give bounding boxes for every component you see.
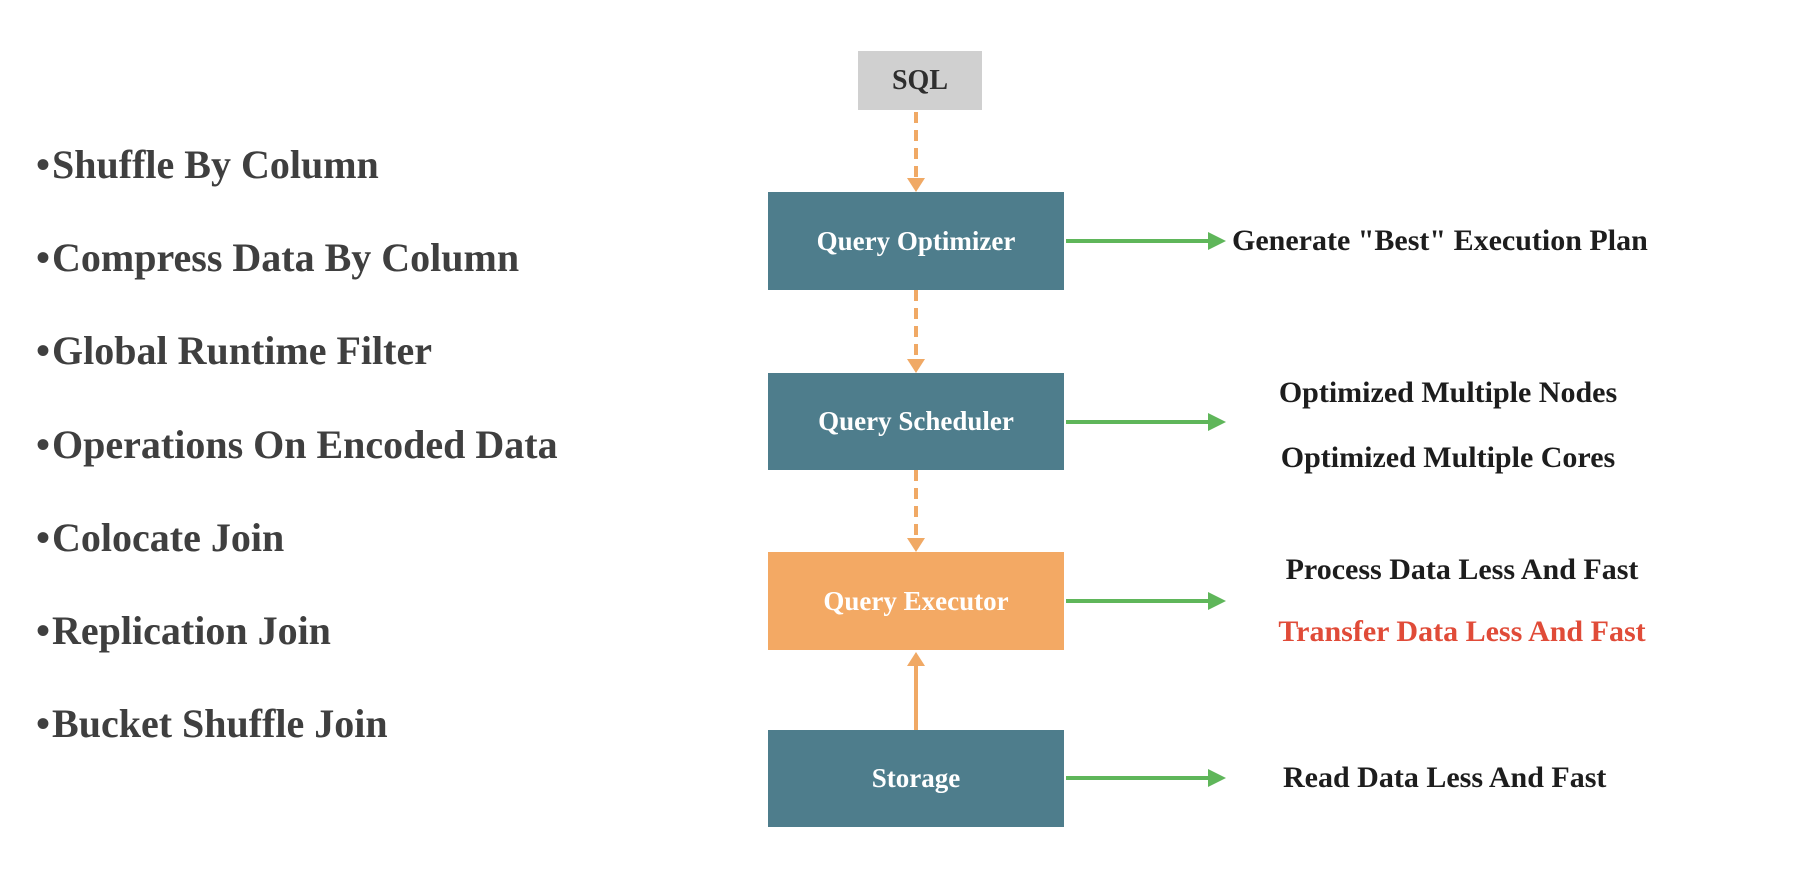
node-query-optimizer: Query Optimizer <box>768 192 1064 290</box>
bullet-icon: • <box>36 608 51 653</box>
arrow-line <box>1066 599 1208 603</box>
feature-item-colocate-join: •Colocate Join <box>36 514 284 562</box>
label-executor-outcomes: Process Data Less And Fast Transfer Data… <box>1272 548 1652 654</box>
label-process-data-less-and-fast: Process Data Less And Fast <box>1285 553 1639 586</box>
dashed-arrow-scheduler-to-executor-icon <box>914 470 918 538</box>
feature-label: Replication Join <box>52 608 331 653</box>
bullet-icon: • <box>36 328 51 373</box>
feature-item-global-runtime-filter: •Global Runtime Filter <box>36 327 432 375</box>
green-arrow-scheduler-icon <box>1066 413 1226 431</box>
green-arrow-executor-icon <box>1066 592 1226 610</box>
node-query-executor: Query Executor <box>768 552 1064 650</box>
green-arrow-storage-icon <box>1066 769 1226 787</box>
arrow-line <box>1066 420 1208 424</box>
bullet-icon: • <box>36 701 51 746</box>
label-read-data-less-and-fast: Read Data Less And Fast <box>1283 761 1607 794</box>
arrowhead-down-icon <box>907 359 925 373</box>
label-generate-best-execution-plan: Generate "Best" Execution Plan <box>1232 224 1648 257</box>
bullet-icon: • <box>36 422 51 467</box>
node-label: Storage <box>871 763 961 793</box>
feature-item-shuffle-by-column: •Shuffle By Column <box>36 141 379 189</box>
node-label: Query Executor <box>823 585 1009 616</box>
bullet-icon: • <box>36 235 51 280</box>
arrowhead-right-icon <box>1208 769 1226 787</box>
node-storage: Storage <box>768 730 1064 827</box>
arrowhead-down-icon <box>907 538 925 552</box>
feature-label: Bucket Shuffle Join <box>52 701 388 746</box>
feature-label: Colocate Join <box>52 515 285 560</box>
arrowhead-up-icon <box>907 652 925 666</box>
feature-item-operations-on-encoded-data: •Operations On Encoded Data <box>36 421 558 469</box>
arrow-line <box>1066 239 1208 243</box>
arrowhead-right-icon <box>1208 232 1226 250</box>
solid-arrow-storage-to-executor-icon <box>914 666 918 730</box>
node-label: SQL <box>891 64 949 96</box>
node-query-scheduler: Query Scheduler <box>768 373 1064 470</box>
arrow-line <box>1066 776 1208 780</box>
label-optimized-multiple-nodes: Optimized Multiple Nodes <box>1278 376 1618 409</box>
dashed-arrow-sql-to-optimizer-icon <box>914 112 918 178</box>
label-transfer-data-less-and-fast: Transfer Data Less And Fast <box>1278 615 1646 648</box>
node-sql: SQL <box>858 51 982 110</box>
node-label: Query Optimizer <box>816 225 1016 256</box>
feature-item-replication-join: •Replication Join <box>36 607 331 655</box>
label-optimized-multiple-cores: Optimized Multiple Cores <box>1280 441 1616 474</box>
feature-item-bucket-shuffle-join: •Bucket Shuffle Join <box>36 700 388 748</box>
arrowhead-right-icon <box>1208 592 1226 610</box>
label-scheduler-outcomes: Optimized Multiple Nodes Optimized Multi… <box>1262 371 1634 480</box>
feature-label: Operations On Encoded Data <box>52 422 558 467</box>
feature-item-compress-data-by-column: •Compress Data By Column <box>36 234 519 282</box>
arrowhead-down-icon <box>907 178 925 192</box>
feature-label: Global Runtime Filter <box>52 328 432 373</box>
node-label: Query Scheduler <box>818 406 1014 436</box>
green-arrow-optimizer-icon <box>1066 232 1226 250</box>
feature-label: Compress Data By Column <box>52 235 520 280</box>
feature-label: Shuffle By Column <box>52 142 379 187</box>
bullet-icon: • <box>36 515 51 560</box>
bullet-icon: • <box>36 142 51 187</box>
arrowhead-right-icon <box>1208 413 1226 431</box>
dashed-arrow-optimizer-to-scheduler-icon <box>914 290 918 359</box>
